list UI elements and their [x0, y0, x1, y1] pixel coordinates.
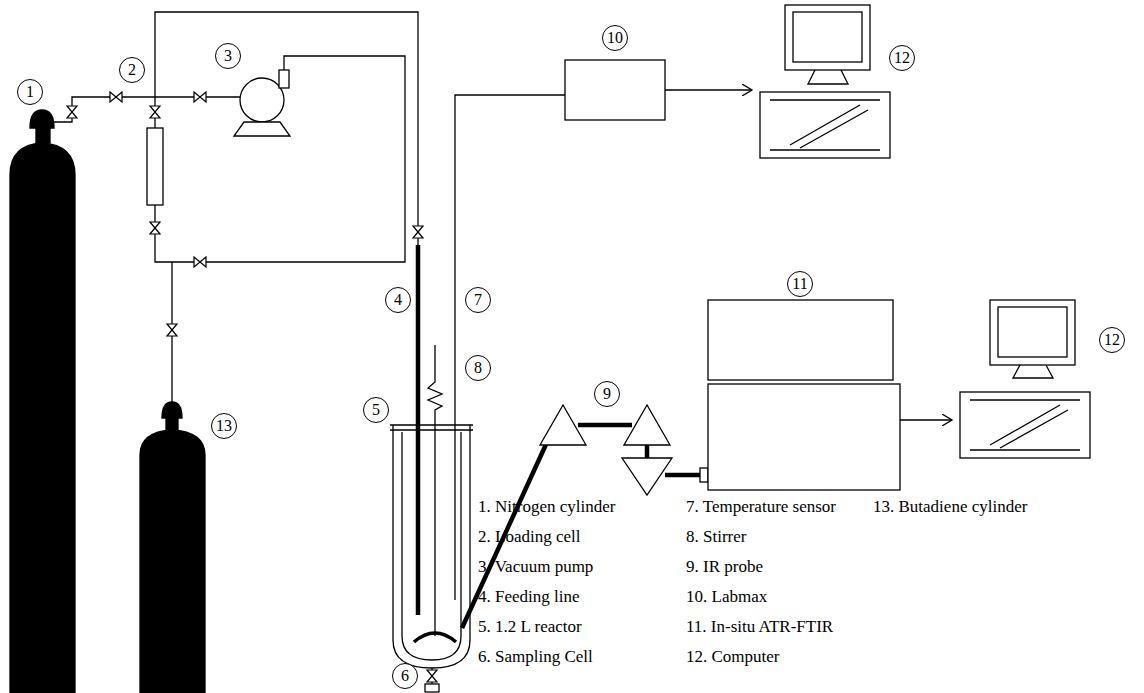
legend-entry: 7. Temperature sensor: [686, 498, 836, 517]
callout-number: 10: [602, 25, 628, 51]
legend-entry: 6. Sampling Cell: [478, 648, 593, 667]
legend-entry: 12. Computer: [686, 648, 780, 667]
legend-entry: 2. Loading cell: [478, 528, 580, 547]
legend-entry: 4. Feeding line: [478, 588, 580, 607]
callout-text: 7: [474, 292, 482, 308]
callout-number: 4: [385, 287, 411, 313]
callout-number: 6: [392, 663, 418, 689]
callout-text: 2: [128, 62, 136, 78]
callout-text: 11: [792, 276, 807, 292]
callout-text: 12: [894, 50, 910, 66]
callout-text: 10: [607, 30, 623, 46]
callout-text: 1: [26, 84, 34, 100]
callout-text: 9: [603, 386, 611, 402]
callout-number: 9: [594, 381, 620, 407]
legend-entry: 8. Stirrer: [686, 528, 746, 547]
legend-entry: 5. 1.2 L reactor: [478, 618, 582, 637]
callout-number: 12: [889, 45, 915, 71]
legend-entry: 13. Butadiene cylinder: [873, 498, 1027, 517]
callout-number: 13: [211, 413, 237, 439]
callout-number: 1: [17, 79, 43, 105]
callout-number: 3: [215, 43, 241, 69]
legend-entry: 1. Nitrogen cylinder: [478, 498, 615, 517]
legend-entry: 9. IR probe: [686, 558, 763, 577]
callout-number: 2: [119, 57, 145, 83]
callout-number: 5: [363, 397, 389, 423]
callout-text: 4: [394, 292, 402, 308]
callout-number: 8: [465, 355, 491, 381]
callout-text: 8: [474, 360, 482, 376]
callout-text: 3: [224, 48, 232, 64]
callout-number: 12: [1099, 327, 1125, 353]
callout-text: 13: [216, 418, 232, 434]
callout-number: 11: [787, 271, 813, 297]
callout-number: 7: [465, 287, 491, 313]
callout-text: 6: [401, 668, 409, 684]
legend-entry: 3. Vacuum pump: [478, 558, 593, 577]
callout-text: 5: [372, 402, 380, 418]
legend-entry: 11. In-situ ATR-FTIR: [686, 618, 833, 637]
legend-entry: 10. Labmax: [686, 588, 767, 607]
callout-text: 12: [1104, 332, 1120, 348]
